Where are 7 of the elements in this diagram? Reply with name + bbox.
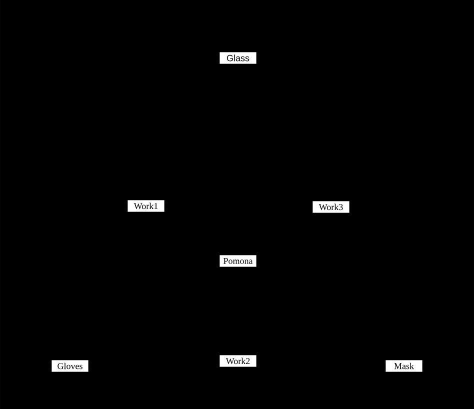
label-box: Work2 <box>219 354 257 368</box>
label-box: Mask <box>385 360 423 372</box>
label-box: Pomona <box>219 254 257 268</box>
label-box: Work3 <box>312 200 350 214</box>
label-box: Work1 <box>127 200 165 212</box>
label-box: Glass <box>219 52 257 64</box>
label-box: Gloves <box>51 360 89 372</box>
